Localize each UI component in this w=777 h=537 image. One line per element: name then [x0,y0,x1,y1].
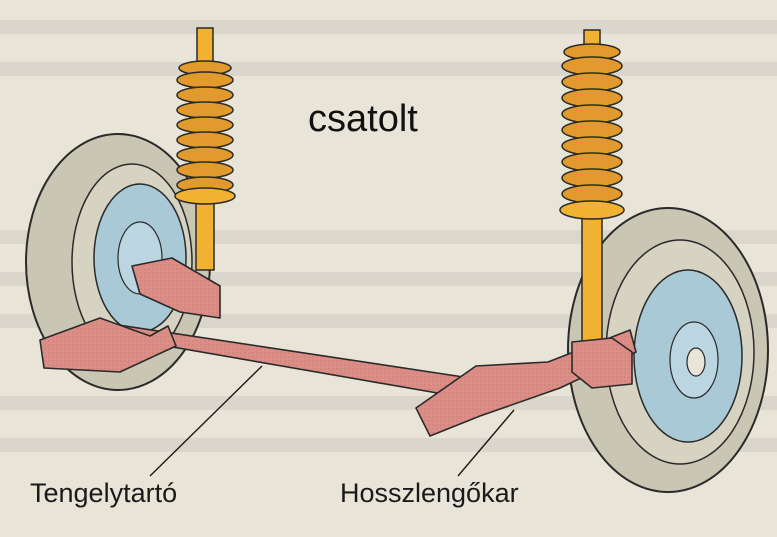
label-axle-beam: Tengelytartó [30,478,177,509]
label-trailing-arm: Hosszlengőkar [340,478,519,509]
left-coil-spring [177,72,233,193]
right-spring-seat-bottom [560,201,624,219]
right-strut-rod [582,210,602,350]
beam-leader-line [150,366,262,476]
right-hub-cap [687,348,705,376]
right-coil-spring [562,57,622,203]
left-spring-seat-bottom [175,188,235,204]
diagram-title: csatolt [308,98,418,141]
